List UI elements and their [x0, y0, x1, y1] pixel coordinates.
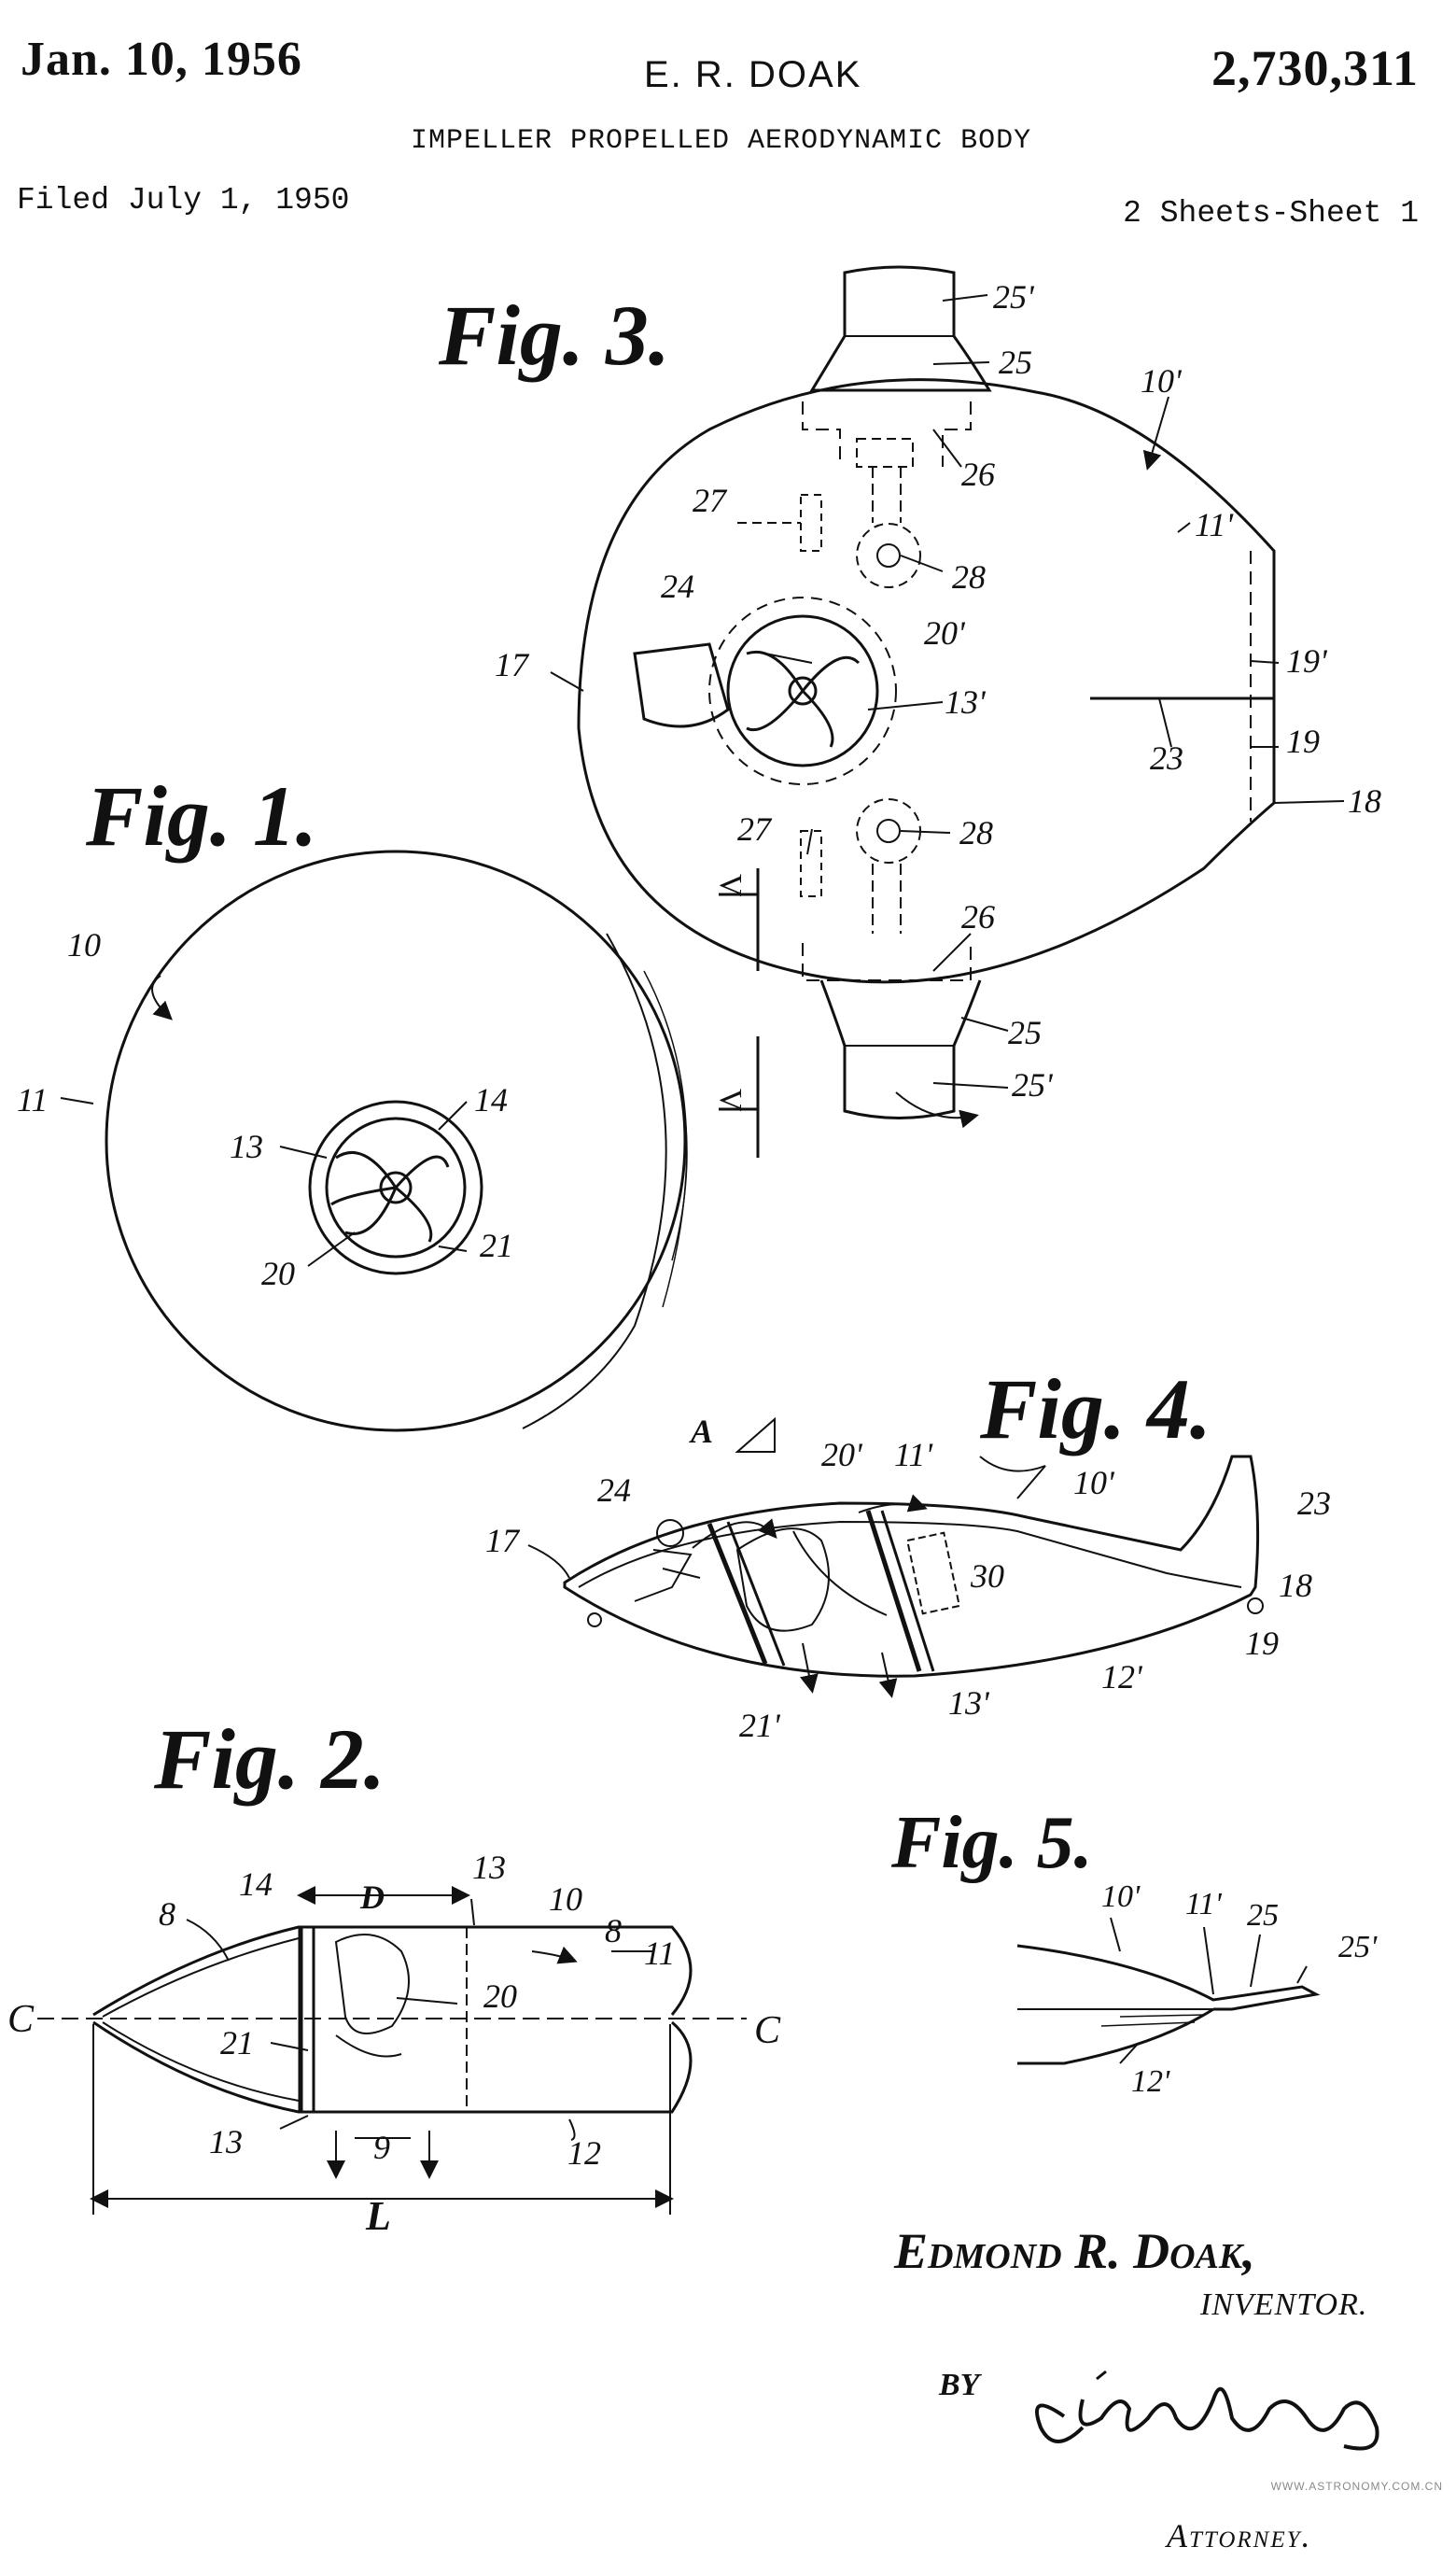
fig2-ref: 21 [220, 2024, 254, 2061]
fig2-ref: 10 [549, 1880, 582, 1918]
fig3-ref: 28 [959, 814, 993, 851]
fig2-ref: 14 [239, 1865, 273, 1903]
fig3-ref: 25' [993, 278, 1035, 316]
figure-1-refs: 10 11 13 14 20 21 [17, 926, 513, 1292]
fig3-ref: 17 [495, 646, 530, 683]
fig3-ref: 27 [693, 482, 728, 519]
fig3-ref: 26 [961, 456, 995, 493]
figure-1: Fig. 1. [60, 768, 688, 1432]
fig2-ref: 11 [644, 1935, 675, 1972]
figure-2-refs: 8 14 D 13 10 8 11 C C 20 21 13 9 12 L [7, 1849, 781, 2239]
fig2-lower-shell [92, 2020, 693, 2114]
fig4-ref: 30 [970, 1557, 1004, 1595]
fig3-ref: 13' [945, 683, 987, 721]
fig3-ref: 25 [999, 344, 1032, 381]
fig4-ref: 12' [1101, 1658, 1143, 1696]
fig3-caption: Fig. 3. [438, 288, 670, 383]
fig5-ref: 11' [1185, 1887, 1222, 1921]
figure-5-refs: 10' 11' 25 25' 12' [1101, 1879, 1378, 2099]
fig4-ref: 23 [1297, 1485, 1331, 1522]
fig3-ref: 24 [661, 568, 694, 605]
fig1-ref: 11 [17, 1081, 48, 1119]
fig3-ref: 20' [924, 614, 966, 652]
fig4-ref: 21' [739, 1707, 781, 1744]
fig2-ref: 13 [209, 2123, 243, 2160]
fig4-caption: Fig. 4. [979, 1361, 1211, 1456]
figure-3-refs: 25' 25 10' 26 27 11' 28 24 20' 17 13' 19… [495, 278, 1381, 1112]
by-label: BY [939, 2368, 980, 2402]
fig1-caption: Fig. 1. [85, 768, 317, 864]
fig2-ref: 9 [373, 2129, 390, 2166]
figure-4: Fig. 4. [527, 1361, 1264, 1698]
fig5-ref: 12' [1131, 2064, 1170, 2099]
fig4-ref: 13' [948, 1684, 990, 1722]
fig5-caption: Fig. 5. [890, 1802, 1093, 1884]
fig4-ref: 11' [894, 1436, 933, 1473]
fig3-ref: 26 [961, 898, 995, 936]
filed-date: Filed July 1, 1950 [17, 183, 350, 218]
fig4-ref: 10' [1073, 1464, 1115, 1501]
fig5-ref: 10' [1101, 1879, 1141, 1914]
fig4-hull [563, 1455, 1260, 1678]
fig3-bottom-pod [819, 979, 982, 1119]
watermark: WWW.ASTRONOMY.COM.CN [1270, 2480, 1443, 2493]
fig2-ref: 8 [605, 1912, 622, 1949]
fig5-ref: 25' [1338, 1930, 1378, 1964]
fig3-ref: 10' [1141, 362, 1183, 400]
fig4-ref: 19 [1245, 1625, 1279, 1662]
inventor-header: E. R. DOAK [644, 54, 862, 95]
fig3-top-pod [809, 265, 992, 392]
fig2-ref: C [754, 2009, 781, 2052]
attorney-signature [1035, 2370, 1379, 2451]
fig3-ref: V [713, 1089, 748, 1112]
fig3-impeller-ring [708, 597, 897, 785]
fig1-ref: 21 [480, 1227, 513, 1264]
patent-date: Jan. 10, 1956 [21, 33, 302, 86]
fig4-ref: 17 [485, 1522, 521, 1559]
fig4-ref: 18 [1279, 1567, 1312, 1604]
fig3-ref: 27 [737, 810, 773, 848]
fig1-ref: 14 [474, 1081, 508, 1119]
fig3-ref: 18 [1348, 782, 1381, 820]
fig3-ref: 11' [1195, 506, 1234, 543]
fig3-ref: 19 [1286, 723, 1320, 760]
fig3-ref: 19' [1286, 642, 1328, 680]
fig1-ref: 10 [67, 926, 101, 964]
figure-3: Fig. 3. [438, 265, 1345, 1158]
fig1-ref: 20 [261, 1255, 295, 1292]
figure-2: Fig. 2. [37, 1711, 747, 2215]
fig2-upper-shell [92, 1925, 693, 2017]
figure-4-refs: A 20' 11' 24 10' 23 17 30 18 19 21' 13' … [485, 1413, 1331, 1744]
fig3-ref: V [713, 874, 748, 897]
fig4-ref: A [689, 1413, 713, 1450]
fig2-ref: 8 [159, 1895, 175, 1933]
patent-number: 2,730,311 [1211, 40, 1419, 96]
inventor-name: Edmond R. Doak, [894, 2223, 1255, 2279]
fig4-ref: 24 [597, 1471, 631, 1509]
fig2-ref: D [359, 1879, 385, 1916]
fig3-ref: 25 [1008, 1014, 1042, 1051]
fig2-caption: Fig. 2. [153, 1711, 385, 1807]
fig3-body-outline [577, 378, 1276, 984]
patent-title: IMPELLER PROPELLED AERODYNAMIC BODY [411, 125, 1032, 157]
fig2-ref: C [7, 1998, 35, 2041]
fig3-ref: 28 [952, 558, 986, 596]
fig3-ref: 23 [1150, 739, 1183, 777]
fig2-ref: 20 [483, 1977, 517, 2015]
fig2-ref: 13 [472, 1849, 506, 1886]
fig1-impeller-ring [308, 1100, 483, 1275]
figure-5: Fig. 5. [890, 1802, 1321, 2065]
sheet-count: 2 Sheets-Sheet 1 [1123, 196, 1419, 231]
fig5-ref: 25 [1247, 1898, 1279, 1933]
fig4-ref: 20' [821, 1436, 863, 1473]
fig1-disc [105, 850, 687, 1432]
fig2-ref: L [365, 2193, 391, 2239]
fig3-ref: 25' [1012, 1066, 1054, 1104]
fig1-ref: 13 [230, 1128, 263, 1165]
attorney-label: Attorney. [1167, 2517, 1312, 2554]
fig2-ref: 12 [567, 2134, 601, 2172]
fig3-seat [633, 642, 730, 728]
inventor-label: INVENTOR. [1200, 2287, 1368, 2322]
